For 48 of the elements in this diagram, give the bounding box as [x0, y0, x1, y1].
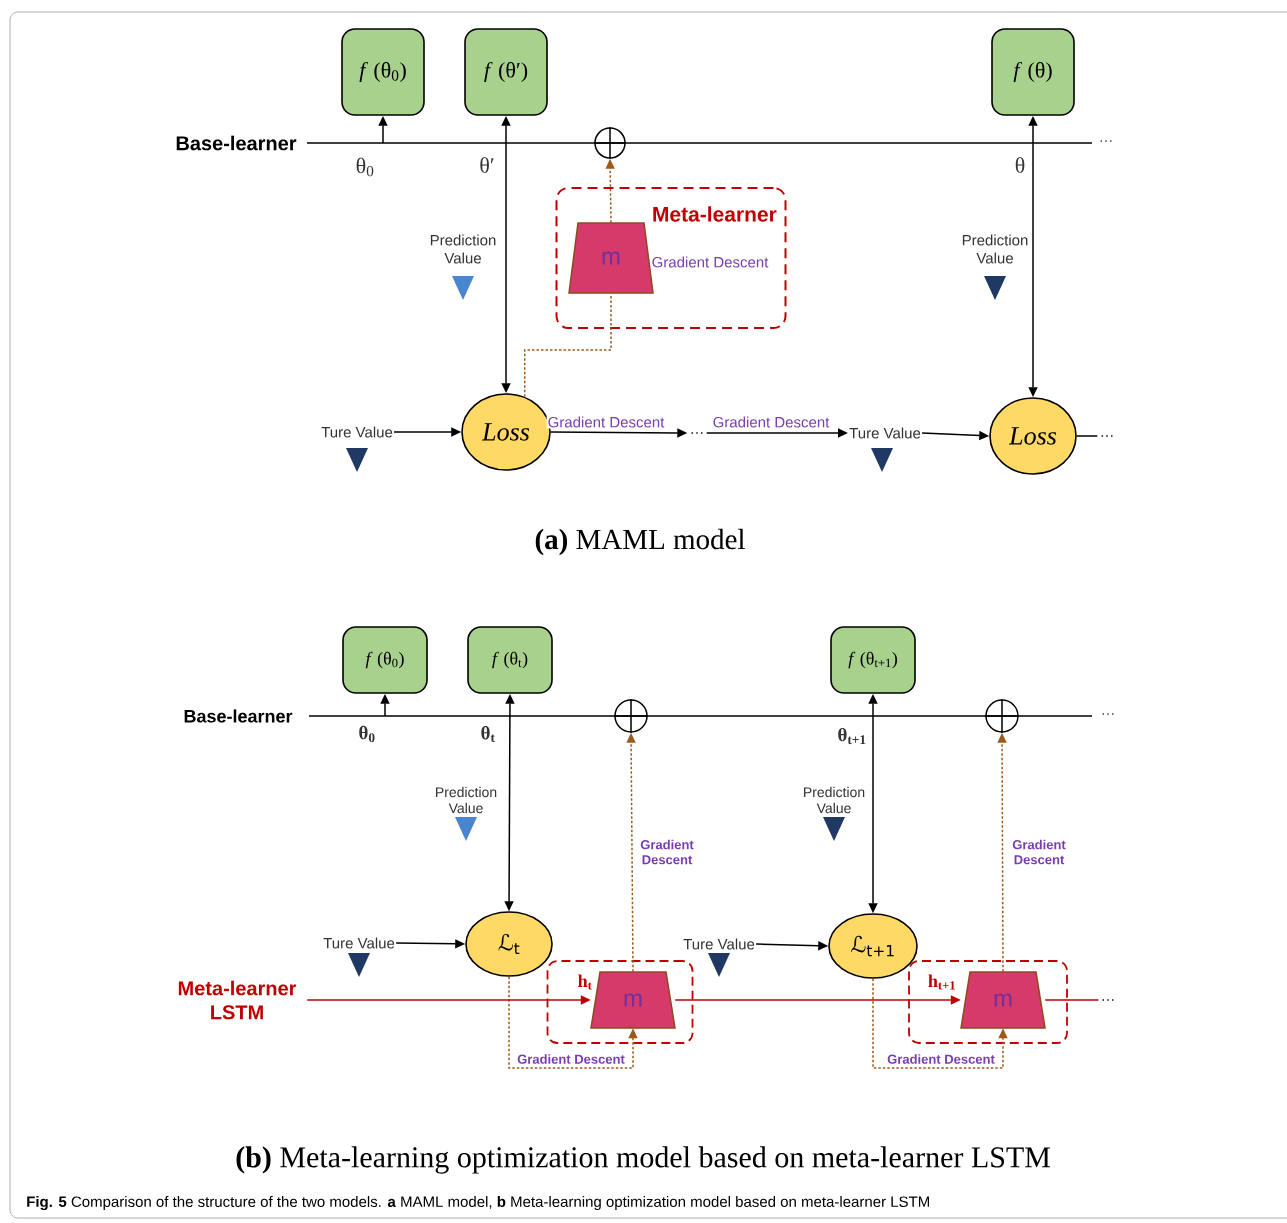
dashed-box [908, 960, 1068, 1044]
edge-label: Gradient Descent [886, 1053, 996, 1065]
prediction-label: Prediction Value [436, 786, 497, 814]
parameter-label: θ [1015, 157, 1025, 173]
function-box: f (θ) [991, 28, 1075, 116]
edge-label: Gradient Descent [636, 838, 698, 866]
parameter-label: θ$_{0}$ [359, 725, 375, 743]
function-box: f (θ$_{t}$) [467, 626, 553, 694]
parameter-label: θ$_{0}$ [356, 157, 374, 177]
function-box: f (θ$_{0}$) [342, 626, 428, 694]
edge-label: Gradient Descent [1008, 838, 1070, 866]
ellipsis: … [691, 432, 703, 434]
axis-label: Base-learner [176, 135, 297, 151]
panel-title: (a) MAML model [535, 528, 745, 556]
connector-line [1044, 999, 1100, 1001]
lstm-label: Meta-learner LSTM [178, 980, 297, 1020]
figure-caption: Fig. 5 Comparison of the structure of the two models. a MAML model, b Meta-learning optimization model based on meta-learner LSTM [27, 1196, 929, 1211]
sum-circle [593, 126, 627, 160]
function-box: f (θ$_{0}$) [341, 28, 425, 116]
parameter-label: θ′ [480, 157, 494, 173]
ellipsis: … [1101, 435, 1113, 437]
edge-label: Gradient Descent [546, 415, 666, 429]
function-box: f (θ$_{t+1}$) [830, 626, 916, 694]
edge-label: Gradient Descent [711, 415, 831, 429]
connector-line [1076, 435, 1099, 437]
dotted-arrow [508, 976, 638, 1069]
parameter-label: θ$_{t+1}$ [838, 727, 866, 745]
function-box: f (θ′) [464, 28, 548, 116]
value-label: Ture Value [321, 426, 393, 438]
ellipsis: … [1102, 999, 1114, 1001]
sum-circle [984, 698, 1020, 734]
prediction-label: Prediction Value [430, 234, 496, 264]
dashed-box [546, 960, 694, 1044]
parameter-label: θ$_{t}$ [481, 726, 495, 742]
panel-title: (b) Meta-learning optimization model based on meta-learner LSTM [236, 1146, 1051, 1174]
ellipsis: … [1102, 713, 1114, 715]
dotted-arrow [872, 978, 1008, 1069]
prediction-label: Prediction Value [962, 234, 1028, 264]
value-label: Ture Value [849, 427, 921, 439]
edge-label: h$_{t+1}$ [926, 973, 958, 991]
prediction-label: Prediction Value [804, 786, 865, 814]
value-label: Ture Value [323, 937, 395, 949]
trapezoid-block: m [960, 971, 1046, 1029]
value-label: Ture Value [683, 938, 755, 950]
edge-label: Gradient Descent [516, 1053, 626, 1065]
sum-circle [613, 698, 649, 734]
ellipsis: … [1100, 140, 1112, 142]
axis-label: Base-learner [184, 709, 293, 723]
